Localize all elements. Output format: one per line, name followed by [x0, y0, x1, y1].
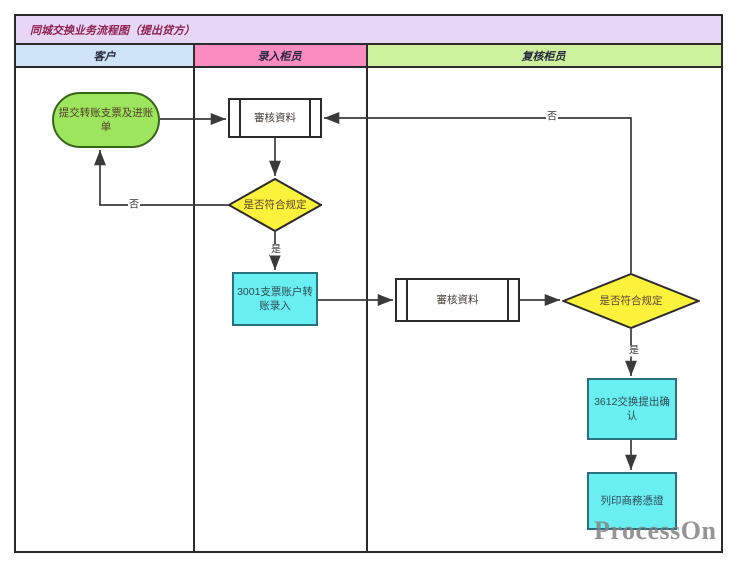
node-review-documents-2-label: 審核資料	[436, 293, 479, 306]
node-print-voucher-label: 列印商務憑證	[600, 494, 664, 507]
processon-watermark: ProcessOn	[594, 516, 717, 545]
lane-header-customer: 客户	[16, 45, 193, 66]
pool-title: 同城交换业务流程图（提出贷方）	[16, 16, 721, 45]
node-decision-compliance-2: 是否符合规定	[562, 273, 700, 329]
edge-label-yes-1: 是	[270, 244, 282, 256]
node-print-voucher: 列印商務憑證	[587, 472, 677, 530]
node-entry-3001: 3001支票账户转账录入	[232, 272, 318, 326]
lane-header-review-teller: 复核柜员	[366, 45, 721, 66]
node-decision-compliance-2-label: 是否符合规定	[599, 294, 663, 307]
edge-label-yes-2: 是	[628, 345, 640, 357]
node-entry-3001-label: 3001支票账户转账录入	[237, 285, 313, 312]
lane-header-row: 客户 录入柜员 复核柜员	[16, 45, 721, 68]
node-decision-compliance-1: 是否符合规定	[228, 178, 322, 232]
node-submit-documents: 提交转账支票及进账单	[52, 92, 160, 148]
lane-divider-2	[366, 45, 368, 553]
lane-divider-1	[193, 45, 195, 553]
lane-header-entry-teller: 录入柜员	[193, 45, 366, 66]
node-confirm-3612: 3612交换提出确认	[587, 378, 677, 440]
node-review-documents-1-label: 審核資料	[254, 111, 296, 124]
edge-label-no-2: 否	[546, 111, 558, 123]
node-review-documents-1: 審核資料	[228, 98, 322, 138]
node-confirm-3612-label: 3612交换提出确认	[594, 395, 670, 422]
edge-label-no-1: 否	[128, 199, 140, 211]
node-decision-compliance-1-label: 是否符合规定	[243, 198, 307, 211]
node-submit-documents-label: 提交转账支票及进账单	[58, 106, 154, 133]
node-review-documents-2: 審核資料	[395, 278, 520, 322]
